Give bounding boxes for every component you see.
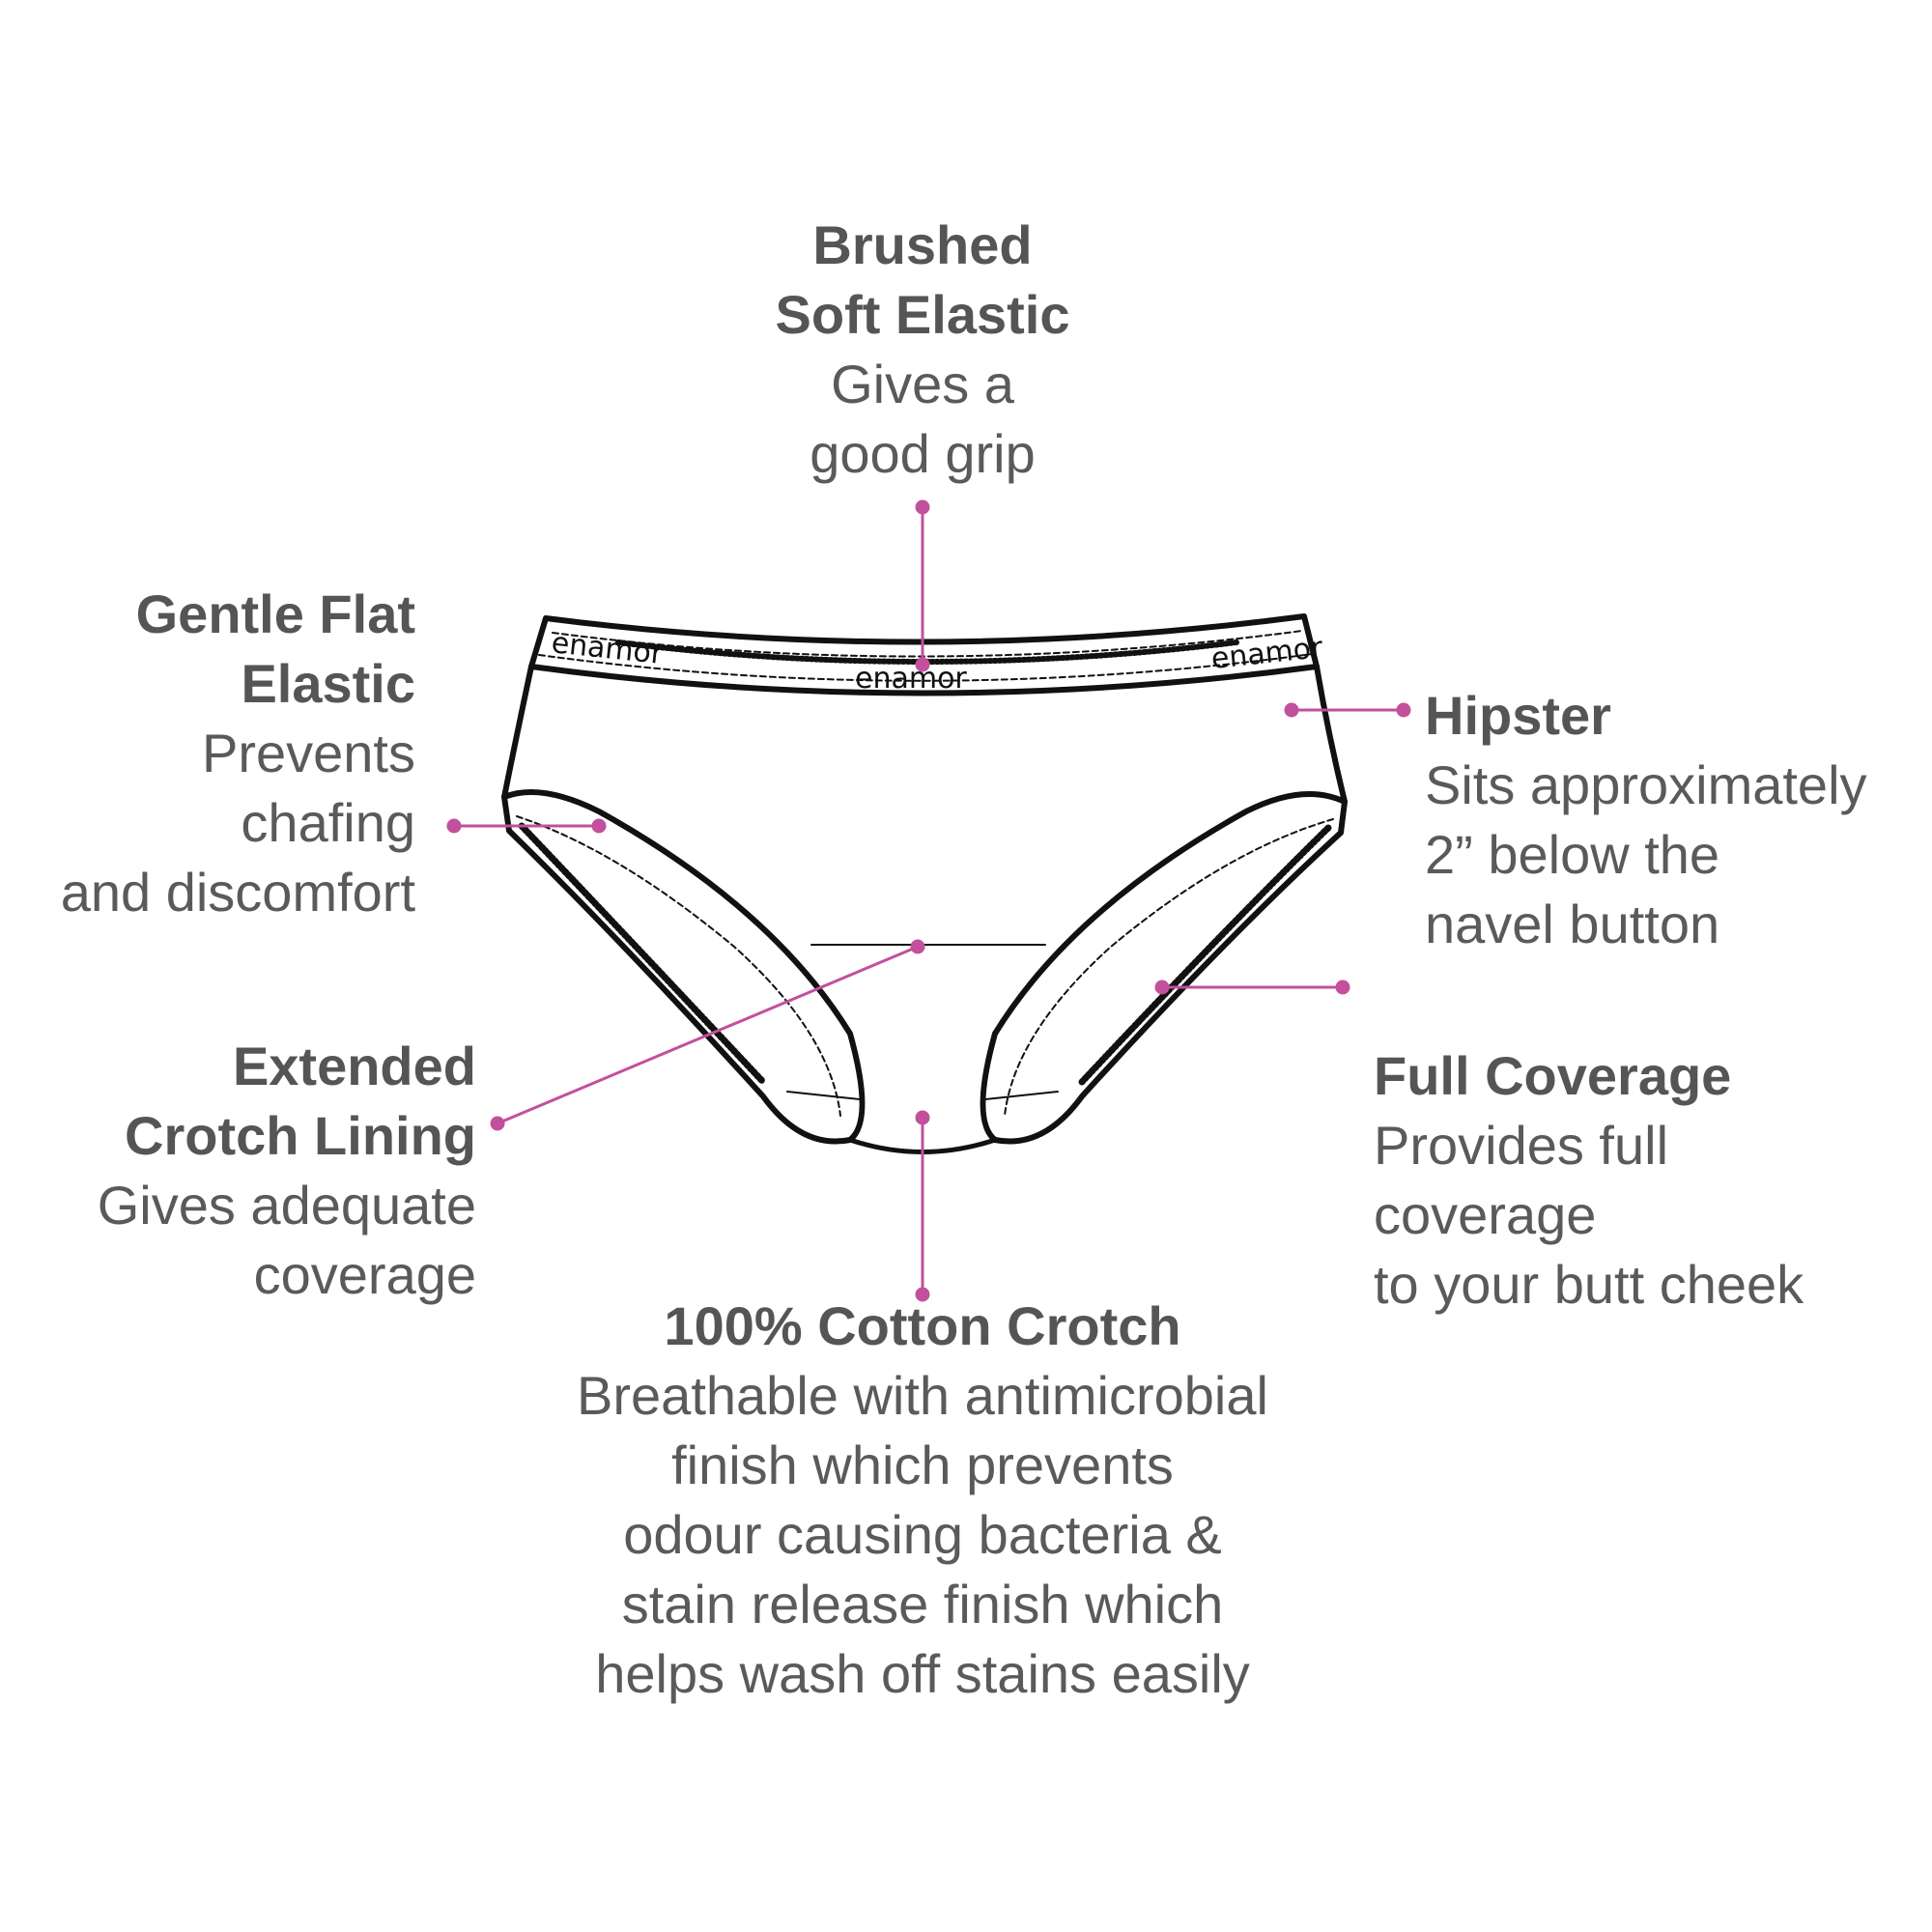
callout-desc-line: coverage <box>253 1244 476 1305</box>
callout-title-line: Brushed <box>812 214 1033 275</box>
callout-title-line: Elastic <box>241 653 415 714</box>
callout-desc-line: helps wash off stains easily <box>595 1643 1250 1704</box>
leader-brushed <box>915 499 930 672</box>
callout-brushed-soft-elastic: Brushed Soft Elastic Gives a good grip <box>729 211 1116 489</box>
left-leg-picot <box>518 822 767 1086</box>
callout-desc-line: odour causing bacteria & <box>623 1504 1222 1565</box>
callout-title-line: Gentle Flat <box>135 583 415 644</box>
callout-desc-line: Sits approximately <box>1425 754 1867 815</box>
callout-gentle-flat-elastic: Gentle Flat Elastic Prevents chafing and… <box>0 580 415 927</box>
brand-print-center: enamor <box>855 662 967 696</box>
leader-cotton <box>915 1110 930 1302</box>
right-leg-opening <box>980 791 1348 1145</box>
right-leg-picot <box>1078 824 1332 1086</box>
callout-title: 100% Cotton Crotch <box>664 1295 1181 1356</box>
callout-title-line: Crotch Lining <box>125 1105 476 1166</box>
callout-extended-crotch-lining: Extended Crotch Lining Gives adequate co… <box>0 1032 476 1310</box>
callout-desc-line: good grip <box>810 423 1036 484</box>
callout-desc-line: finish which prevents <box>671 1435 1174 1495</box>
callout-desc-line: Gives adequate <box>97 1175 476 1236</box>
callout-cotton-crotch: 100% Cotton Crotch Breathable with antim… <box>488 1292 1357 1709</box>
callout-desc-line: chafing <box>241 792 415 853</box>
waistband-stitch-bottom <box>538 653 1313 682</box>
body-left-side <box>501 664 534 800</box>
leader-gentle <box>446 818 607 834</box>
leader-full-coverage <box>1154 980 1350 995</box>
brief-illustration <box>501 613 1348 1154</box>
callout-title-line: Soft Elastic <box>775 284 1070 345</box>
body-right-side <box>1314 664 1348 805</box>
left-leg-opening <box>501 789 866 1145</box>
left-leg-stitch <box>516 815 841 1117</box>
crotch-gusset-right <box>984 1091 1059 1100</box>
callout-desc-line: stain release finish which <box>621 1574 1224 1634</box>
leader-hipster <box>1284 702 1411 718</box>
callout-full-coverage: Full Coverage Provides full coverage to … <box>1374 1041 1915 1320</box>
callout-title: Hipster <box>1425 685 1611 746</box>
callout-desc-line: Prevents <box>202 723 415 783</box>
callout-desc-line: Gives a <box>831 354 1014 414</box>
callout-title-line: Extended <box>232 1036 476 1096</box>
callout-desc-line: navel button <box>1425 894 1720 954</box>
callout-hipster: Hipster Sits approximately 2” below the … <box>1425 681 1927 959</box>
callout-desc-line: 2” below the <box>1425 824 1720 885</box>
callout-desc-line: to your butt cheek <box>1374 1254 1804 1315</box>
callout-desc-line: Breathable with antimicrobial <box>577 1365 1268 1426</box>
callout-desc-line: Provides full <box>1374 1115 1669 1176</box>
callout-title: Full Coverage <box>1374 1045 1732 1106</box>
crotch-gusset-left <box>786 1091 861 1100</box>
callout-desc-line: coverage <box>1374 1184 1597 1245</box>
callout-desc-line: and discomfort <box>60 862 415 923</box>
right-leg-stitch <box>1004 818 1334 1117</box>
leader-extended <box>490 939 925 1131</box>
